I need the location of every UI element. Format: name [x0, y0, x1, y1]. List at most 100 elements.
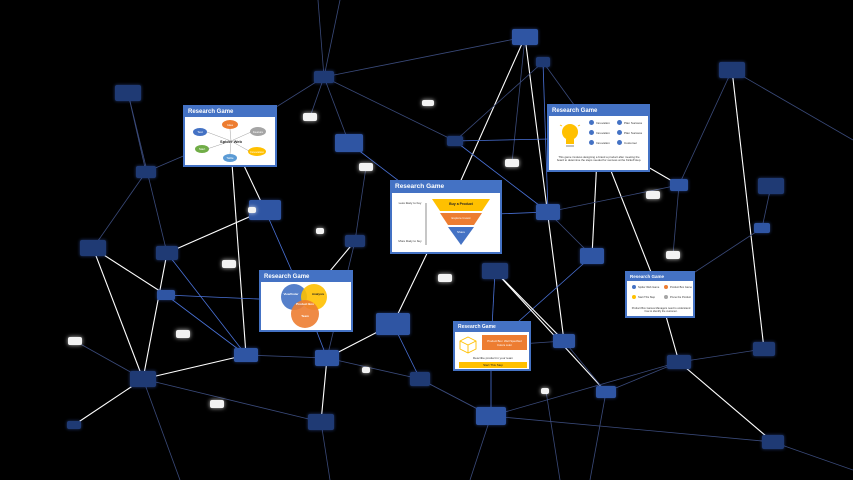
network-node: [762, 435, 784, 449]
network-node: [541, 388, 549, 394]
card-mini[interactable]: Research Game Spider Web Game Product Box…: [625, 271, 695, 318]
network-link: [490, 415, 774, 443]
network-link: [563, 340, 607, 393]
venn-label-team: Team: [301, 314, 309, 318]
network-node: [646, 191, 660, 199]
funnel-graphic: [425, 199, 490, 245]
network-link: [589, 391, 607, 480]
network-node: [362, 367, 370, 373]
network-node: [130, 371, 156, 387]
mini-item: Start This Step: [632, 295, 655, 299]
venn-label-analysis: Analysis: [311, 292, 325, 296]
network-node: [335, 134, 363, 152]
network-node: [670, 179, 688, 191]
network-link: [326, 357, 421, 380]
network-link: [317, 0, 325, 78]
network-node: [359, 163, 373, 171]
card-title: Research Game: [549, 106, 648, 116]
funnel-left-bottom: More likely to buy: [398, 239, 422, 243]
feature-icon: [617, 130, 622, 135]
network-node: [157, 290, 175, 300]
card-title: Research Game: [392, 182, 500, 193]
network-node: [345, 235, 365, 247]
network-link: [542, 61, 549, 213]
network-link: [605, 361, 680, 393]
network-node: [303, 113, 317, 121]
card-product-box[interactable]: Research Game Product Box: Well Specifie…: [453, 321, 531, 371]
network-node: [249, 200, 281, 220]
mini-item-label: Product Box Game: [670, 285, 692, 289]
mini-item: Spider Web Game: [632, 285, 659, 289]
card-funnel[interactable]: Research Game Less likely to buy More li…: [390, 180, 502, 254]
network-link: [494, 270, 607, 393]
mini-item-label: Prune the Product: [670, 295, 691, 299]
network-node: [580, 248, 604, 264]
mini-item: Prune the Product: [664, 295, 691, 299]
bubble-table: Table: [223, 154, 237, 162]
feature-icon: [617, 140, 622, 145]
network-node: [308, 414, 334, 430]
network-link: [229, 135, 247, 356]
idea-item-label: Innovation: [596, 130, 610, 135]
network-link: [678, 69, 733, 186]
network-node: [68, 337, 82, 345]
network-link: [545, 390, 561, 480]
bubble-innovation: Innovation: [248, 147, 266, 156]
mini-item-label: Spider Web Game: [638, 285, 660, 289]
bubble-feature: Feature: [250, 127, 266, 136]
network-node: [314, 71, 334, 83]
card-title: Research Game: [627, 273, 693, 281]
network-node: [447, 136, 463, 146]
network-link: [142, 252, 168, 380]
idea-item: Plan Success: [617, 120, 642, 125]
idea-item: Plan Success: [617, 130, 642, 135]
card-title: Research Game: [185, 107, 275, 117]
network-node: [136, 166, 156, 178]
network-node: [512, 29, 538, 45]
card-venn[interactable]: Research Game Viewfinder Analysis Produc…: [259, 270, 353, 332]
network-link: [731, 69, 765, 350]
funnel-tier-2: Explore Invest: [451, 216, 471, 220]
network-link: [672, 184, 680, 256]
network-link: [323, 76, 456, 142]
feature-icon: [589, 120, 594, 125]
network-link: [454, 140, 549, 213]
network-node: [248, 207, 256, 213]
network-link: [354, 166, 367, 242]
feature-icon: [589, 130, 594, 135]
network-link: [320, 421, 331, 480]
box-start-button[interactable]: Start This Step: [459, 362, 527, 368]
idea-item-label: Plan Success: [624, 130, 643, 135]
idea-item-label: Innovation: [596, 140, 610, 145]
network-node: [754, 223, 770, 233]
bubble-start: Start: [195, 145, 209, 153]
bubble-idea: Idea: [222, 120, 238, 129]
funnel-tier-3: Share: [456, 230, 465, 234]
lightbulb-icon: [559, 124, 581, 147]
network-node: [234, 348, 258, 362]
network-link: [309, 76, 325, 118]
network-link: [490, 361, 680, 417]
network-link: [142, 354, 247, 380]
network-node: [376, 313, 410, 335]
network-link: [92, 171, 147, 249]
card-spider-web[interactable]: Research Game Test Idea Feature Spider W…: [183, 105, 277, 167]
network-link: [678, 348, 765, 363]
network-node: [666, 251, 680, 259]
idea-item: Customer: [617, 140, 637, 145]
network-node: [476, 407, 506, 425]
idea-description: This game involves designing a brand a p…: [556, 155, 642, 163]
venn-label-center: Product Box: [296, 302, 314, 306]
network-link: [92, 247, 144, 380]
feature-icon: [664, 295, 668, 299]
network-link: [323, 36, 526, 78]
mini-item: Product Box Game: [664, 285, 692, 289]
network-node: [316, 228, 324, 234]
network-node: [115, 85, 141, 101]
network-link: [92, 247, 167, 296]
card-title: Research Game: [455, 323, 529, 332]
network-node: [67, 421, 81, 429]
network-link: [547, 184, 680, 213]
idea-item: Innovation: [589, 130, 610, 135]
